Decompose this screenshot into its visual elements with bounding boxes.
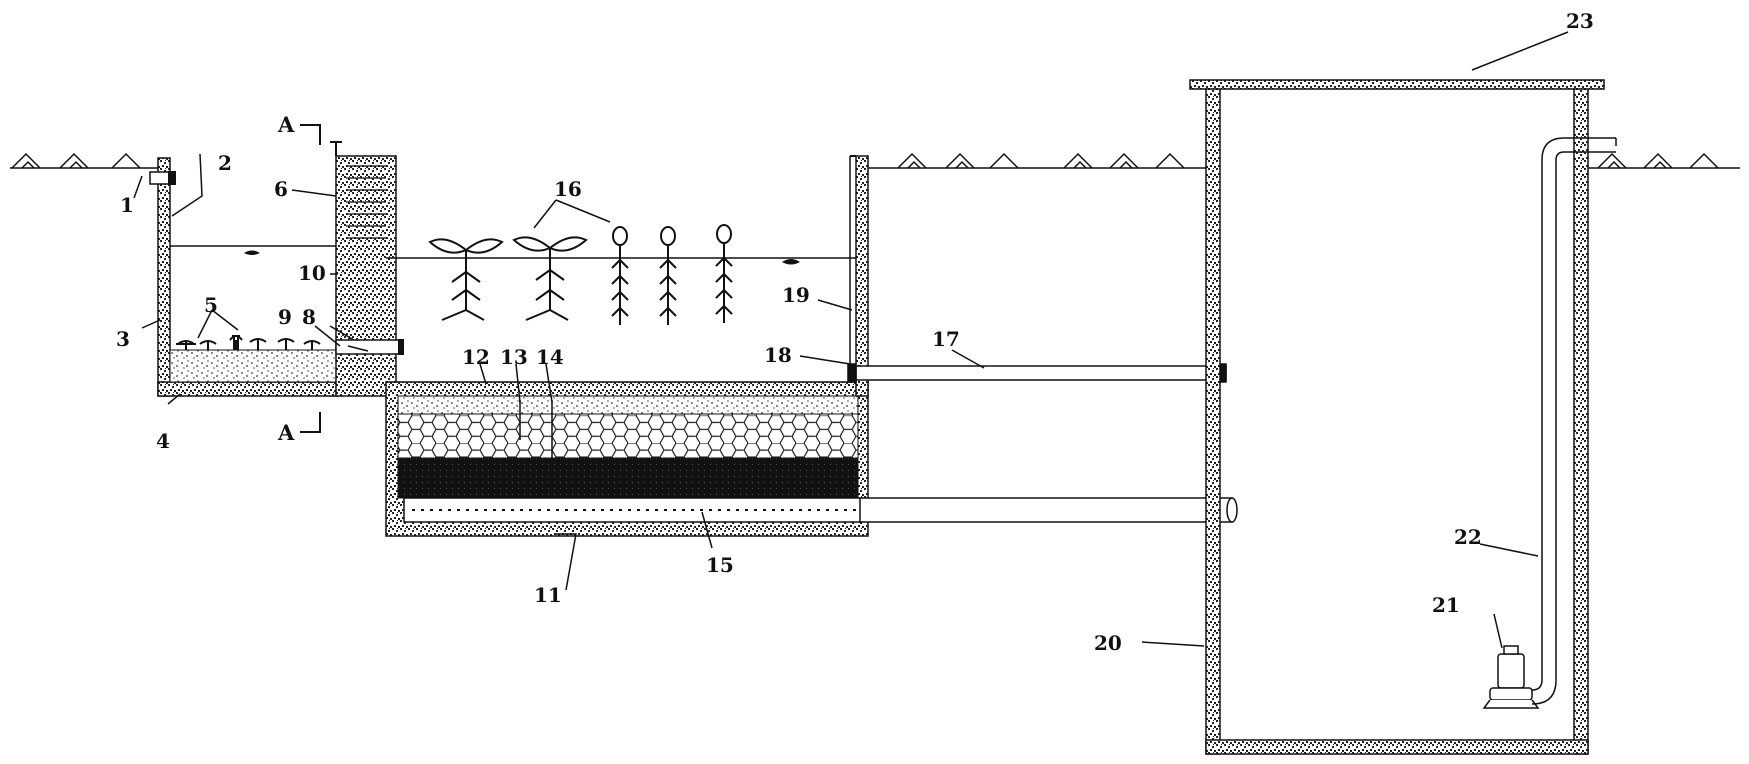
leader-lines (133, 31, 1569, 649)
label-8: 8 (302, 305, 316, 329)
riser-pipe (1531, 137, 1617, 705)
label-17: 17 (932, 327, 960, 351)
label-23: 23 (1566, 9, 1594, 33)
submerged-plants (176, 335, 321, 350)
label-2: 2 (218, 151, 232, 175)
label-10: 10 (298, 261, 326, 285)
section-label-bottom: A (277, 420, 295, 445)
section-marker (300, 124, 321, 433)
partition-wall (330, 141, 397, 397)
label-16: 16 (554, 177, 582, 201)
label-12: 12 (462, 345, 490, 369)
constructed-wetland-bed (385, 257, 869, 537)
label-19: 19 (782, 283, 810, 307)
label-15: 15 (706, 553, 734, 577)
label-21: 21 (1432, 593, 1460, 617)
connecting-pipes (847, 363, 1238, 523)
label-1: 1 (120, 193, 134, 217)
submersible-pump (1482, 645, 1540, 709)
label-6: 6 (274, 177, 288, 201)
wetland-plants (428, 224, 733, 325)
label-22: 22 (1454, 525, 1482, 549)
label-18: 18 (764, 343, 792, 367)
label-20: 20 (1094, 631, 1122, 655)
label-13: 13 (500, 345, 528, 369)
label-3: 3 (116, 327, 130, 351)
section-label-top: A (277, 112, 295, 137)
ground-surface (10, 152, 1740, 169)
label-5: 5 (204, 293, 218, 317)
wetland-outlet-wall (849, 155, 869, 397)
label-4: 4 (156, 429, 170, 453)
collection-well (1189, 79, 1605, 755)
label-14: 14 (536, 345, 564, 369)
label-9: 9 (278, 305, 292, 329)
label-11: 11 (534, 583, 562, 607)
transfer-pipe (335, 339, 404, 355)
